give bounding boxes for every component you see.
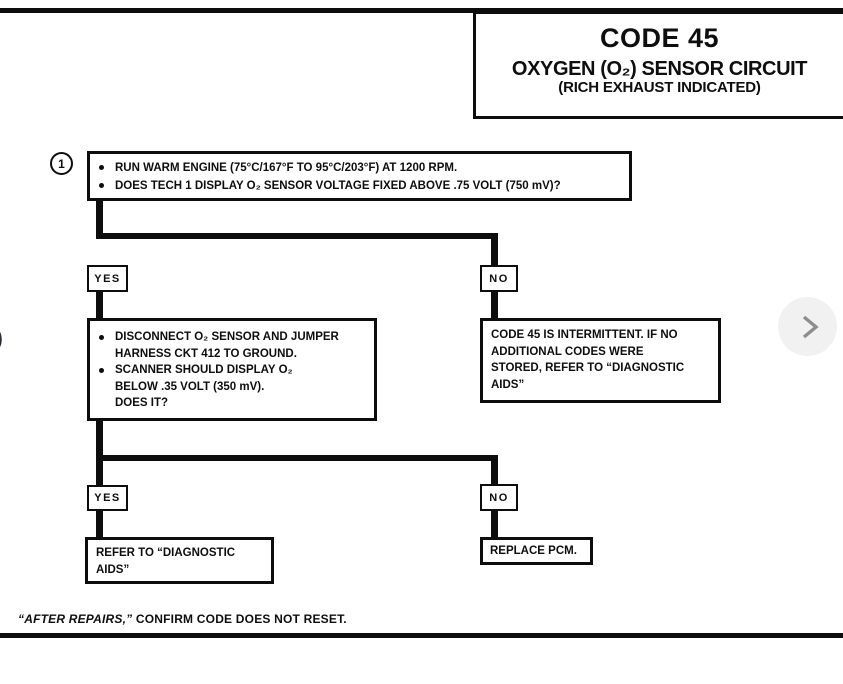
yes1-bullet-1: DISCONNECT O₂ SENSOR AND JUMPER HARNESS …: [90, 329, 370, 362]
step1-bullet-2-text: DOES TECH 1 DISPLAY O₂ SENSOR VOLTAGE FI…: [115, 180, 561, 192]
no-label-box-1: NO: [480, 265, 518, 292]
no2-terminal-box: REPLACE PCM.: [480, 537, 593, 565]
step-number: 1: [58, 156, 65, 171]
yes1-action-box: DISCONNECT O₂ SENSOR AND JUMPER HARNESS …: [87, 318, 377, 421]
yes-label-2: YES: [94, 492, 121, 504]
step1-bullet-1: RUN WARM ENGINE (75°C/167°F TO 95°C/203°…: [90, 159, 623, 177]
no1-result-line: AIDS”: [491, 378, 525, 391]
connector-line: [96, 233, 498, 239]
connector-line: [491, 455, 498, 485]
yes2-terminal-line: REFER TO “DIAGNOSTIC: [96, 547, 236, 559]
title-box: CODE 45 OXYGEN (O₂) SENSOR CIRCUIT (RICH…: [473, 11, 843, 119]
yes-label-box-2: YES: [87, 485, 128, 511]
step-number-circle: 1: [50, 152, 73, 175]
after-repairs-italic: “AFTER REPAIRS,”: [18, 612, 133, 626]
after-repairs-text: CONFIRM CODE DOES NOT RESET.: [132, 612, 347, 626]
step1-box: RUN WARM ENGINE (75°C/167°F TO 95°C/203°…: [87, 151, 632, 201]
yes1-bullet-2: SCANNER SHOULD DISPLAY O₂ BELOW .35 VOLT…: [90, 362, 370, 412]
yes1-bullet-1-text: DISCONNECT O₂ SENSOR AND JUMPER HARNESS …: [115, 331, 339, 360]
step1-bullet-2: DOES TECH 1 DISPLAY O₂ SENSOR VOLTAGE FI…: [90, 177, 623, 195]
left-margin-artifact: ): [0, 324, 3, 353]
no1-result-line: STORED, REFER TO “DIAGNOSTIC: [491, 362, 685, 374]
bullet-icon: [99, 335, 104, 340]
bullet-icon: [99, 165, 104, 170]
no2-terminal-label: REPLACE PCM.: [490, 544, 577, 557]
no1-result-line: CODE 45 IS INTERMITTENT. IF NO: [491, 329, 678, 341]
step1-bullet-1-text: RUN WARM ENGINE (75°C/167°F TO 95°C/203°…: [115, 162, 458, 174]
connector-line: [96, 420, 103, 486]
page-subtitle-2: (RICH EXHAUST INDICATED): [558, 79, 761, 96]
yes-label-1: YES: [94, 272, 121, 285]
bottom-rule: [0, 633, 843, 638]
no-label-2: NO: [489, 491, 509, 504]
connector-line: [96, 455, 498, 461]
yes2-terminal-line: AIDS”: [96, 564, 130, 576]
bullet-icon: [99, 183, 104, 188]
page-title: CODE 45: [599, 23, 720, 53]
yes1-bullet-2-text: SCANNER SHOULD DISPLAY O₂ BELOW .35 VOLT…: [115, 364, 293, 409]
connector-line: [96, 510, 103, 538]
no1-result-box: CODE 45 IS INTERMITTENT. IF NO ADDITIONA…: [480, 318, 721, 403]
connector-line: [96, 200, 103, 233]
bullet-icon: [99, 368, 104, 373]
no-label-1: NO: [489, 272, 509, 285]
connector-line: [491, 510, 498, 538]
yes-label-box-1: YES: [87, 265, 128, 292]
page-subtitle: OXYGEN (O₂) SENSOR CIRCUIT: [511, 58, 808, 80]
connector-line: [491, 291, 498, 320]
no-label-box-2: NO: [480, 484, 518, 511]
connector-line: [96, 291, 103, 320]
connector-line: [491, 233, 498, 265]
next-page-button[interactable]: [778, 297, 837, 356]
top-rule: [0, 8, 843, 13]
yes2-terminal-box: REFER TO “DIAGNOSTIC AIDS”: [85, 537, 274, 584]
chevron-right-icon: [802, 315, 819, 338]
after-repairs-note: “AFTER REPAIRS,” CONFIRM CODE DOES NOT R…: [18, 612, 347, 626]
no1-result-line: ADDITIONAL CODES WERE: [491, 345, 644, 358]
